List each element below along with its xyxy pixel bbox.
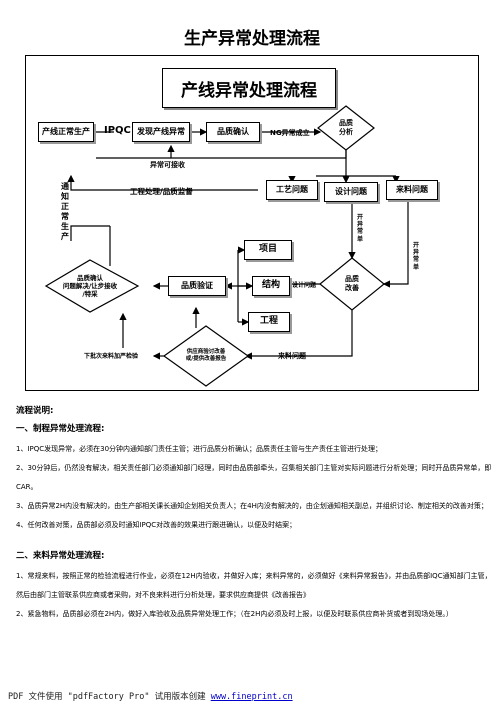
section1-item: 3、品质异常2H内没有解决的，由生产部相关课长通知企划相关负责人；在4H内没有解… — [16, 502, 488, 510]
label-next-incoming: 下批次来料加严检验 — [84, 353, 139, 360]
pdf-footer: PDF 文件使用 "pdfFactory Pro" 试用版本创建 www.fin… — [8, 690, 293, 702]
supplier-improve-diamond — [162, 325, 250, 387]
quality-improve-diamond — [319, 257, 385, 311]
section2-item: 2、紧急物料，品质部必须在2H内，做好入库验收及品质异常处理工作；（在2H内必须… — [16, 610, 453, 618]
label-acceptable: 异常可接收 — [150, 161, 185, 169]
section1-title: 一、制程异常处理流程: — [16, 424, 105, 434]
label-open-abnormal-1: 开异常单 — [356, 214, 363, 243]
diamond-supplier-improve-text: 供应商验讨改善 或/提供改善报告 — [185, 349, 227, 362]
node-quality-verify: 品质验证 — [168, 276, 226, 296]
quality-analysis-diamond — [317, 105, 375, 151]
label-engineering-supervise: 工程处理/品质监督 — [130, 187, 193, 196]
node-engineering: 工程 — [248, 312, 290, 332]
footer-text: PDF 文件使用 "pdfFactory Pro" 试用版本创建 — [8, 692, 211, 702]
node-process-issue: 工艺问题 — [266, 180, 318, 200]
node-structure: 结构 — [252, 276, 290, 296]
label-design-issue: 设计问题 — [292, 282, 317, 289]
node-incoming-issue: 来料问题 — [386, 180, 438, 200]
diamond-quality-confirm-text: 品质确认 问题解决/让步接收 /特采 — [62, 273, 118, 299]
section1-item: 2、30分钟后，仍然没有解决，相关责任部门必须通知部门经理，同时由品质部牵头，召… — [16, 464, 492, 491]
section2-title: 二、来料异常处理流程: — [16, 551, 105, 561]
diamond-quality-improve-text: 品质 改善 — [345, 275, 359, 292]
footer-link[interactable]: www.fineprint.cn — [210, 692, 293, 702]
flowchart-connectors — [44, 105, 409, 387]
page-title: 生产异常处理流程 — [184, 29, 320, 49]
label-notify-production: 通知正常生产 — [61, 182, 69, 241]
notes-heading: 流程说明: — [16, 406, 54, 416]
section2-item: 1、常规来料，按照正常的检验流程进行作业，必须在12H内验收，并做好入库；来料异… — [16, 572, 492, 599]
process-notes: 流程说明: 一、制程异常处理流程: 1、IPQC发现异常，必须在30分钟内通知部… — [16, 404, 496, 624]
node-design-issue: 设计问题 — [324, 182, 378, 202]
quality-confirm-diamond — [44, 259, 140, 313]
node-find-abnormal: 发现产线异常 — [132, 122, 190, 142]
label-ng: NG异常成立 — [270, 129, 310, 137]
diamond-quality-analysis-text: 品质 分析 — [339, 119, 353, 136]
node-quality-confirm: 品质确认 — [206, 122, 260, 142]
flowchart-banner: 产线异常处理流程 — [162, 68, 336, 108]
node-line-normal: 产线正常生产 — [38, 122, 94, 142]
section1-item: 1、IPQC发现异常，必须在30分钟内通知部门责任主管；进行品质分析确认；品质责… — [16, 445, 383, 453]
flowchart-frame: 产线异常处理流程 产线正常生产 IPQC 发现产线异常 品质确认 NG异常成立 … — [25, 55, 479, 391]
node-project: 项目 — [244, 240, 292, 260]
label-incoming-issue: 来料问题 — [278, 352, 306, 360]
section1-item: 4、任何改善对策，品质部必须及时通知IPQC对改善的效果进行跟进确认，以便及时结… — [16, 521, 297, 529]
label-ipqc: IPQC — [104, 125, 131, 136]
label-open-abnormal-2: 开异常单 — [412, 242, 419, 271]
